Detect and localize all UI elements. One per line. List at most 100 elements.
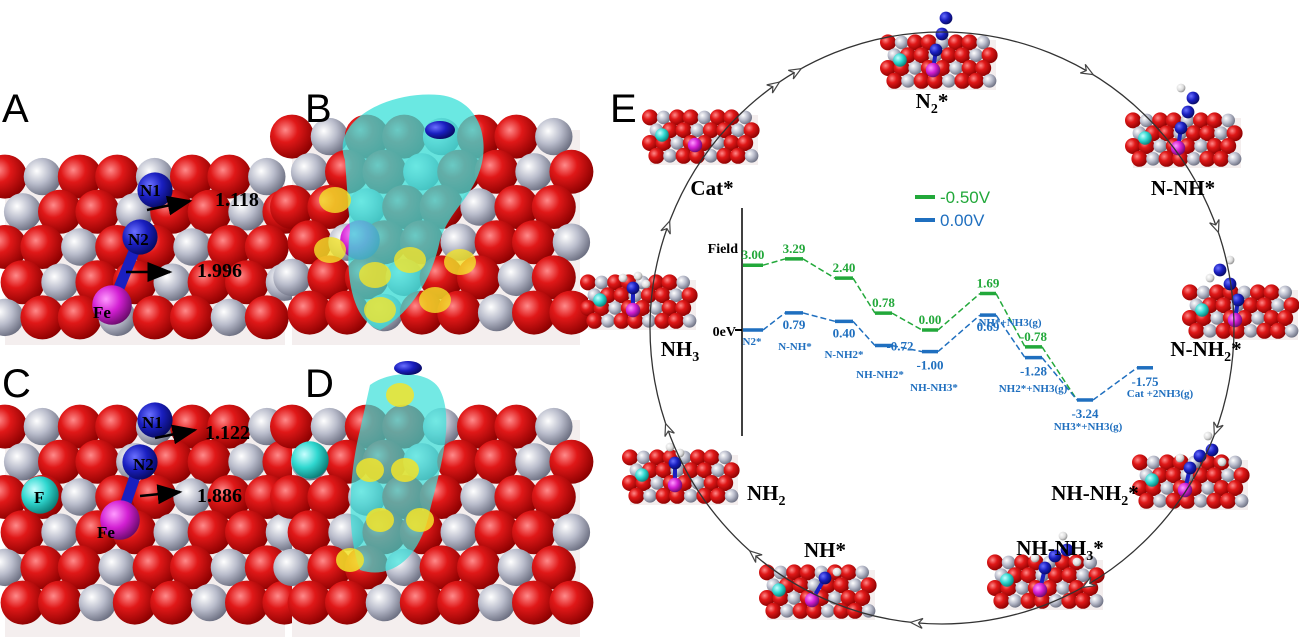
metal-atom [780,604,794,618]
fluorine-atom [772,583,786,597]
connector-line [995,293,1026,348]
metal-atom [173,478,211,516]
oxygen-atom [170,154,214,199]
panel-letter-b: B [305,87,332,131]
cycle-arrow-icon [788,67,803,80]
metal-atom [942,74,956,88]
energy-value-label: 0.78 [872,295,895,310]
iron-atom [1032,582,1048,598]
oxygen-atom [1182,284,1198,301]
metal-atom [248,157,286,196]
oxygen-atom [244,295,289,340]
oxygen-atom [654,287,671,304]
nitrogen-atom [1231,293,1245,307]
hydrogen-atom [1217,457,1227,467]
oxygen-atom [1014,554,1031,571]
nitrogen-atom [1186,91,1200,105]
oxygen-atom [549,439,594,484]
connector-line [891,344,923,353]
oxygen-atom [668,312,684,329]
oxygen-atom [0,404,27,449]
charge-density-yellow [356,458,384,482]
intermediate-label: NH* [804,538,846,562]
oxygen-atom [20,225,65,269]
metal-atom [497,548,536,587]
metal-atom [535,117,573,156]
oxygen-atom [1199,125,1216,142]
charge-density-yellow [444,249,476,275]
oxygen-atom [38,189,82,234]
iron-atom [100,500,140,540]
metal-atom [41,263,79,301]
oxygen-atom [1206,492,1223,509]
oxygen-atom [187,189,232,234]
metal-atom [636,450,651,465]
cycle-circle [649,31,1235,625]
label-part: * [1128,481,1139,505]
atom-label-fe-c: Fe [97,523,115,542]
oxygen-atom [531,185,576,229]
oxygen-atom [207,404,252,449]
label-part: * [1093,536,1104,560]
energy-value-label: 0.69 [977,319,1000,334]
oxygen-atom [225,580,269,625]
charge-density-yellow [359,262,391,288]
oxygen-atom [786,564,803,581]
bond-length-a2: 1.996 [197,260,242,282]
iron-atom [667,477,683,493]
metal-atom [650,476,664,490]
connector-line [762,258,786,266]
label-part: N-NH* [1151,176,1215,200]
oxygen-atom [549,149,594,194]
intermediate-label: Cat* [690,176,733,200]
slab [270,94,594,345]
metal-atom [949,61,963,75]
charge-density-yellow [336,548,364,572]
charge-density-yellow [394,247,426,273]
nitrogen-atom [668,456,682,470]
oxygen-atom [1061,567,1078,584]
oxygen-atom [57,545,102,590]
oxygen-atom [0,260,45,305]
oxygen-atom [1138,492,1155,509]
metal-atom [477,293,516,332]
oxygen-atom [187,510,232,555]
metal-atom [515,443,553,481]
oxygen-atom [170,295,214,340]
energy-value-label: -1.75 [1131,374,1159,389]
oxygen-atom [1020,592,1037,609]
nitrogen-atom [1193,449,1207,463]
metal-atom [23,407,62,446]
fluorine-atom [655,128,669,142]
label-part: * [938,89,949,113]
slab [987,531,1105,610]
category-label: N2* [743,336,762,348]
connector-line [891,312,923,331]
connector-line [802,258,836,279]
oxygen-atom [0,510,45,555]
oxygen-atom [648,274,664,291]
metal-atom [1139,113,1154,128]
oxygen-atom [57,404,102,449]
label-part: Cat* [690,176,733,200]
metal-atom [676,275,690,290]
cycle-arrow-icon [909,617,924,629]
nitrogen-atom [1223,277,1237,291]
connector-line [1092,367,1138,401]
charge-density-yellow [419,287,451,313]
fluorine-atom [635,468,649,482]
metal-atom [365,583,404,622]
connector-line [1041,346,1078,401]
metal-atom [98,548,136,587]
metal-atom [643,489,657,503]
metal-atom [3,193,42,231]
metal-atom [440,513,478,551]
metal-atom [1214,126,1228,140]
energy-value-label: 0.79 [783,317,806,332]
oxygen-atom [270,185,314,229]
fluorine-atom [1145,473,1159,487]
oxygen-atom [325,580,369,625]
cycle-arrow-icon [1080,63,1095,76]
oxygen-atom [655,462,672,479]
metal-atom [718,450,732,465]
